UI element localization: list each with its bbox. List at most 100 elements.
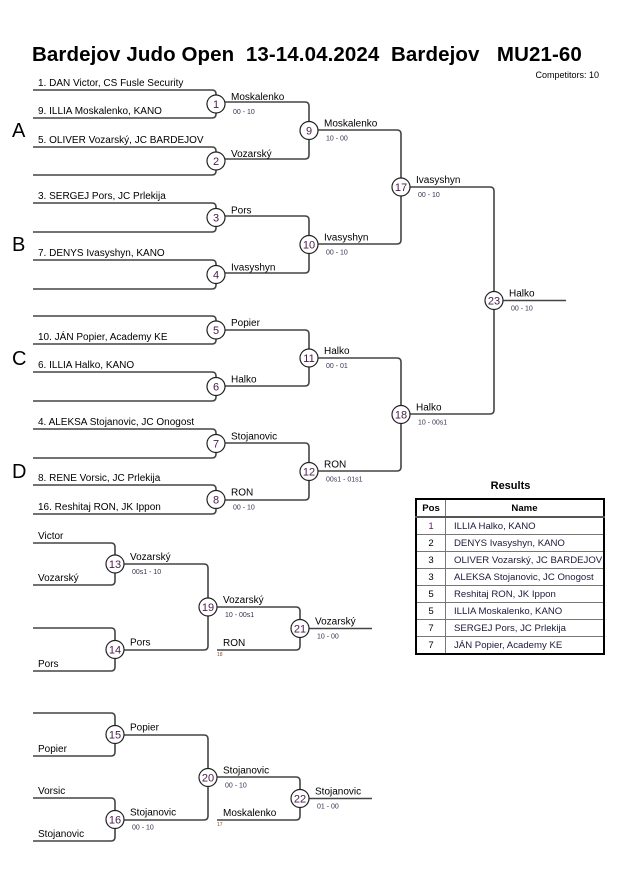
match-number: 21 <box>294 624 306 636</box>
entry-name: 7. DENYS Ivasyshyn, KANO <box>38 248 165 259</box>
winner-name: Halko <box>231 375 257 386</box>
match-circle <box>105 639 125 660</box>
match-score: 00 - 10 <box>233 109 255 116</box>
results-pos: 7 <box>416 636 446 654</box>
match-circle <box>391 177 411 197</box>
match-number: 19 <box>202 602 214 614</box>
match-circle <box>206 151 226 171</box>
results-name: OLIVER Vozarský, JC BARDEJOV <box>445 551 604 569</box>
results-name: ILLIA Halko, KANO <box>445 516 604 535</box>
match-score: 01 - 00 <box>317 804 339 811</box>
match-score: 00 - 10 <box>132 825 154 832</box>
bracket-line <box>309 129 402 245</box>
entry-name: 16. Reshitaj RON, JK Ippon <box>38 502 161 513</box>
winner-name: Halko <box>324 346 350 357</box>
match-number: 9 <box>306 126 312 138</box>
bracket-line <box>115 563 209 651</box>
bracket-line <box>33 428 217 459</box>
group-label: D <box>12 461 26 483</box>
winner-name: Stojanovic <box>130 808 176 819</box>
bracket-line <box>309 357 402 472</box>
match-number: 8 <box>213 495 219 507</box>
match-number: 4 <box>213 270 219 282</box>
entry-name: Victor <box>38 531 64 542</box>
match-number: 7 <box>213 439 219 451</box>
results-name: DENYS Ivasyshyn, KANO <box>445 534 604 552</box>
match-number: 5 <box>213 325 219 337</box>
results-name: ALEKSA Stojanovic, JC Onogost <box>445 568 604 586</box>
entry-name: Stojanovic <box>38 829 84 840</box>
bracket-line <box>216 442 310 501</box>
match-circle <box>206 489 226 510</box>
match-number: 23 <box>488 296 500 308</box>
winner-name: Ivasyshyn <box>324 233 368 244</box>
match-number: 17 <box>395 182 407 194</box>
group-label: B <box>12 234 25 256</box>
match-score: 00s1 - 01s1 <box>326 477 363 484</box>
match-circle <box>206 320 226 340</box>
entry-name: 3. SERGEJ Pors, JC Prlekija <box>38 191 166 202</box>
match-number: 3 <box>213 213 219 225</box>
entry-name: Pors <box>38 659 59 670</box>
match-score: 00 - 10 <box>418 192 440 199</box>
winner-name: Popier <box>130 723 160 734</box>
match-score: 10 - 00s1 <box>418 420 447 427</box>
match-circle <box>290 788 310 809</box>
winner-name: Moskalenko <box>324 119 378 130</box>
match-circle <box>206 264 226 285</box>
match-score: 00 - 10 <box>511 306 533 313</box>
winner-name: Moskalenko <box>231 92 285 103</box>
match-circle <box>206 376 226 397</box>
match-score: 00 - 10 <box>233 505 255 512</box>
match-number: 18 <box>395 410 407 422</box>
match-number: 10 <box>303 240 315 252</box>
match-number: 16 <box>109 815 121 827</box>
group-label: A <box>12 120 26 142</box>
source-match-ref: 17 <box>217 822 223 828</box>
match-circle <box>391 404 411 425</box>
winner-name: Vozarský <box>231 149 272 160</box>
results-pos: 1 <box>416 516 446 535</box>
winner-name: Pors <box>231 206 252 217</box>
entry-name: 10. JÁN Popier, Academy KE <box>38 330 168 343</box>
repechage-entry: Moskalenko <box>223 808 277 819</box>
results-pos: 5 <box>416 585 446 603</box>
winner-name: Ivasyshyn <box>231 263 275 274</box>
winner-name: Halko <box>509 289 535 300</box>
match-number: 1 <box>213 99 219 111</box>
results-name: SERGEJ Pors, JC Prlekija <box>445 619 604 637</box>
match-score: 10 - 00 <box>326 136 348 143</box>
results-pos: 5 <box>416 602 446 620</box>
winner-name: Popier <box>231 318 261 329</box>
entry-name: 8. RENE Vorsic, JC Prlekija <box>38 473 161 484</box>
match-circle <box>299 234 319 255</box>
results-name: ILLIA Moskalenko, KANO <box>445 602 604 620</box>
match-number: 11 <box>303 353 314 365</box>
match-circle <box>290 618 310 639</box>
winner-name: Stojanovic <box>231 432 277 443</box>
winner-name: RON <box>231 488 253 499</box>
match-circle <box>105 724 125 745</box>
winner-name: Vozarský <box>130 552 171 563</box>
match-score: 10 - 00s1 <box>225 612 254 619</box>
bracket-line <box>33 259 217 290</box>
competitors-count: Competitors: 10 <box>535 70 599 80</box>
entry-name: 9. ILLIA Moskalenko, KANO <box>38 106 162 117</box>
winner-name: Vozarský <box>223 595 264 606</box>
winner-name: Ivasyshyn <box>416 175 460 186</box>
match-circle <box>105 809 125 830</box>
repechage-entry: RON <box>223 638 245 649</box>
results-name: Reshitaj RON, JK Ippon <box>445 585 604 603</box>
bracket-line <box>33 146 217 176</box>
results-pos: 3 <box>416 551 446 569</box>
results-title: Results <box>490 480 531 492</box>
match-circle <box>299 461 319 482</box>
match-circle <box>206 433 226 454</box>
entry-name: 5. OLIVER Vozarský, JC BARDEJOV <box>38 135 204 146</box>
